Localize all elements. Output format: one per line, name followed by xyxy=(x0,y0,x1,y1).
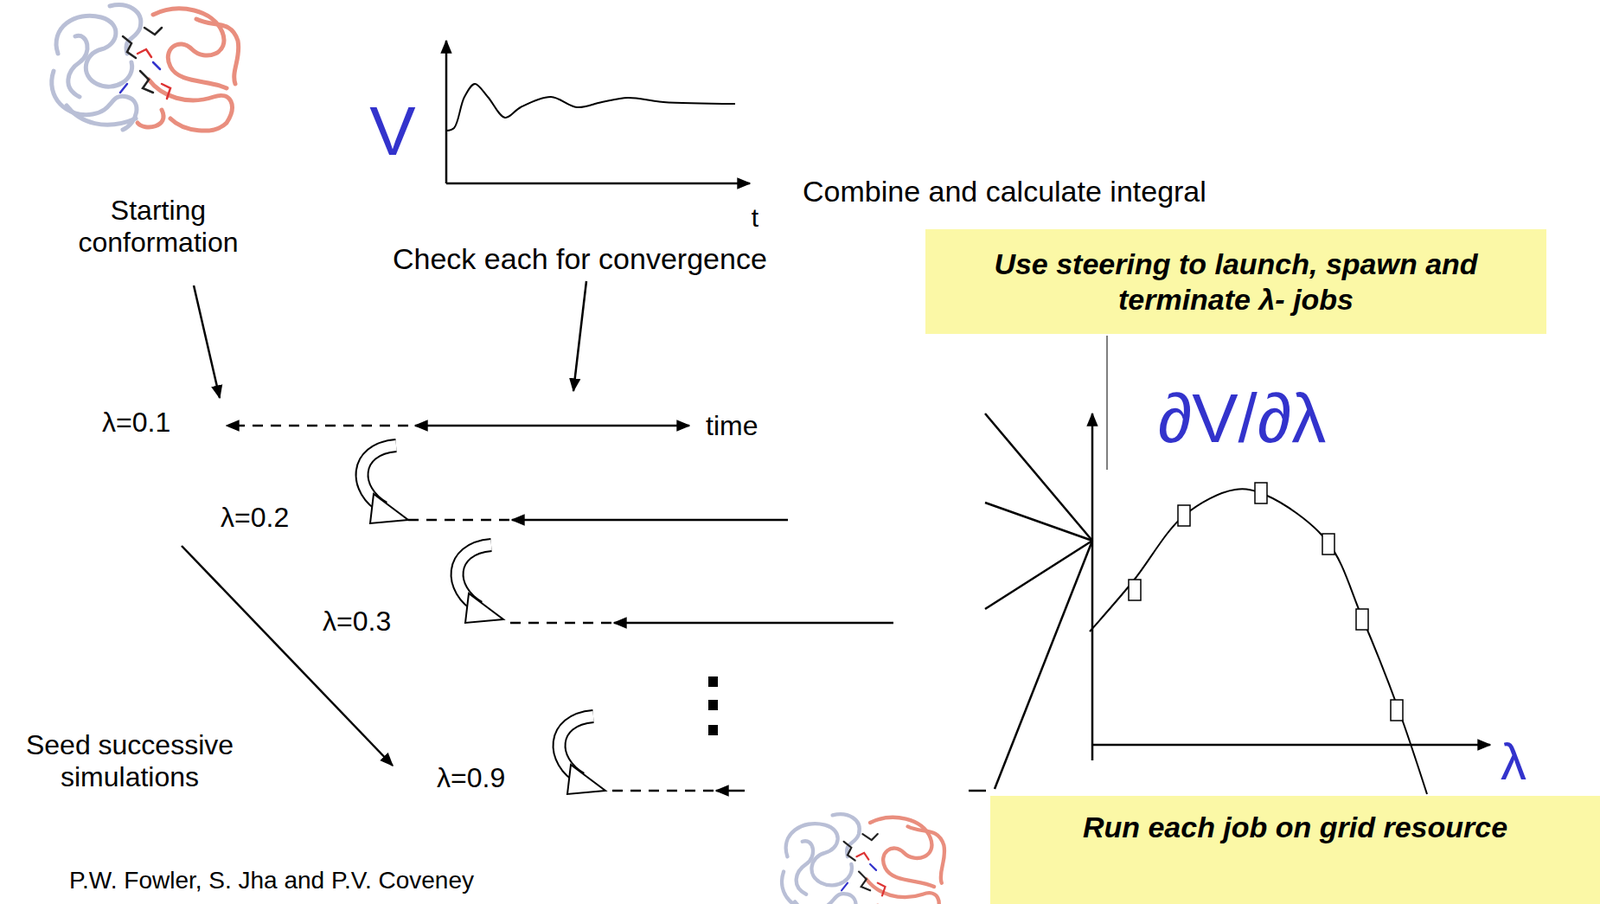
fan-lines xyxy=(968,413,1093,791)
lambda-label: λ=0.1 xyxy=(102,406,171,439)
callout-box: Run each job on grid resource xyxy=(990,795,1600,904)
lambda-rows xyxy=(226,425,894,791)
step-note: Combine and calculate integral xyxy=(802,174,1207,209)
axis-label: λ xyxy=(1500,731,1527,792)
continuation-dots xyxy=(708,676,718,736)
arrows xyxy=(181,281,587,766)
lambda-label: λ=0.2 xyxy=(220,501,289,534)
lambda-label: λ=0.9 xyxy=(436,761,506,794)
step-note: Seed successive simulations xyxy=(8,729,251,794)
v-graph xyxy=(446,40,750,184)
sample-point xyxy=(1322,533,1335,555)
integrand-curve xyxy=(1089,488,1428,794)
axis-label: t xyxy=(751,203,759,234)
callout-box: Use steering to launch, spawn and termin… xyxy=(925,229,1547,334)
axis-label: time xyxy=(705,409,758,442)
dvdl-plot xyxy=(1092,413,1491,761)
sample-point xyxy=(1356,608,1369,630)
seed-arrow xyxy=(559,716,606,794)
seed-arrow xyxy=(362,445,409,524)
callout-text: Run each job on grid resource xyxy=(1010,809,1581,845)
callout-text: Use steering to launch, spawn and termin… xyxy=(972,246,1500,318)
axis-label: V xyxy=(369,91,416,172)
axis-label: ∂V/∂λ xyxy=(1158,378,1327,459)
v-curve xyxy=(446,83,736,131)
sample-point xyxy=(1390,699,1403,721)
seed-arrow xyxy=(457,544,504,623)
step-note: Check each for convergence xyxy=(392,242,768,276)
lambda-label: λ=0.3 xyxy=(322,605,391,638)
sample-point xyxy=(1177,505,1191,526)
start-label: Starting conformation xyxy=(45,194,271,259)
citation: P.W. Fowler, S. Jha and P.V. Coveney xyxy=(69,866,474,895)
sample-point xyxy=(1128,579,1141,601)
sample-point xyxy=(1254,482,1268,504)
leader-line xyxy=(1106,335,1108,470)
